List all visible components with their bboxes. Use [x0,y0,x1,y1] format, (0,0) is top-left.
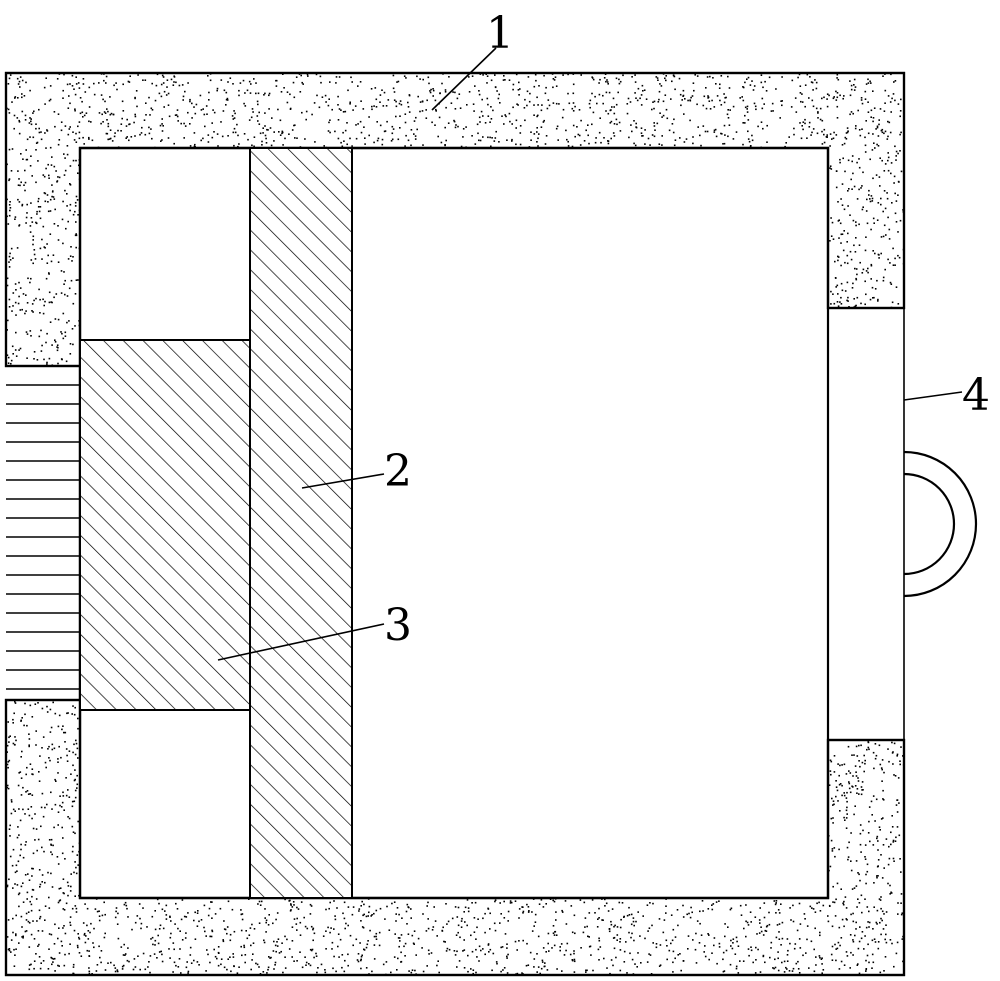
callout-number-3: 3 [384,600,412,651]
leader-line-1 [431,47,497,111]
leader-lines [217,47,963,661]
vent-slats [6,365,80,690]
door-part-4 [828,307,905,741]
leader-line-2 [301,473,385,489]
block-part-3 [79,339,251,711]
callout-number-2: 2 [384,446,412,497]
leader-line-4 [903,391,963,401]
leader-line-3 [217,623,385,661]
handle-icon [903,450,978,598]
housing-speckles [6,73,904,975]
callout-number-4: 4 [962,370,990,421]
partition-plate-part-2 [249,147,353,899]
callout-number-1: 1 [486,8,514,59]
